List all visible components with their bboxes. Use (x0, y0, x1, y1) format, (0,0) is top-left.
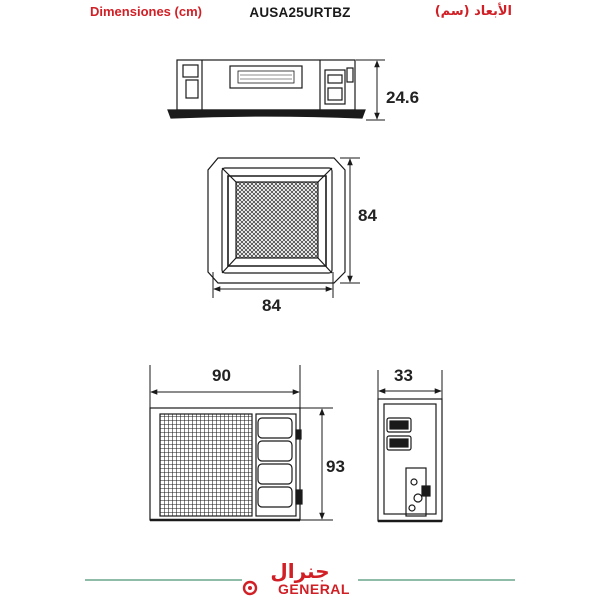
outdoor-height-dimension (300, 407, 333, 521)
dimensions-label-ar: الأبعاد (سم) (434, 4, 512, 19)
dimensions-label-es: Dimensiones (cm) (90, 4, 202, 19)
outdoor-unit-front-view (149, 407, 303, 522)
panel-width-label: 84 (262, 296, 281, 315)
panel-depth-dimension (340, 157, 360, 284)
outdoor-depth-label: 33 (394, 366, 413, 385)
panel-width-dimension (212, 272, 334, 298)
outdoor-height-label: 93 (326, 457, 345, 476)
indoor-unit-side-view (167, 59, 366, 119)
outdoor-depth-dimension (377, 370, 443, 399)
outdoor-width-dimension (149, 365, 301, 408)
indoor-height-dimension (356, 59, 385, 121)
outdoor-unit-side-view (377, 398, 443, 523)
logo-english: GENERAL (278, 581, 350, 597)
model-number: AUSA25URTBZ (249, 5, 351, 20)
logo-mark-icon (242, 580, 258, 596)
panel-depth-label: 84 (358, 206, 377, 225)
cassette-panel-top-view (207, 157, 346, 284)
outdoor-width-label: 90 (212, 366, 231, 385)
logo-arabic: جنرال (270, 559, 330, 583)
indoor-height-label: 24.6 (386, 88, 420, 107)
